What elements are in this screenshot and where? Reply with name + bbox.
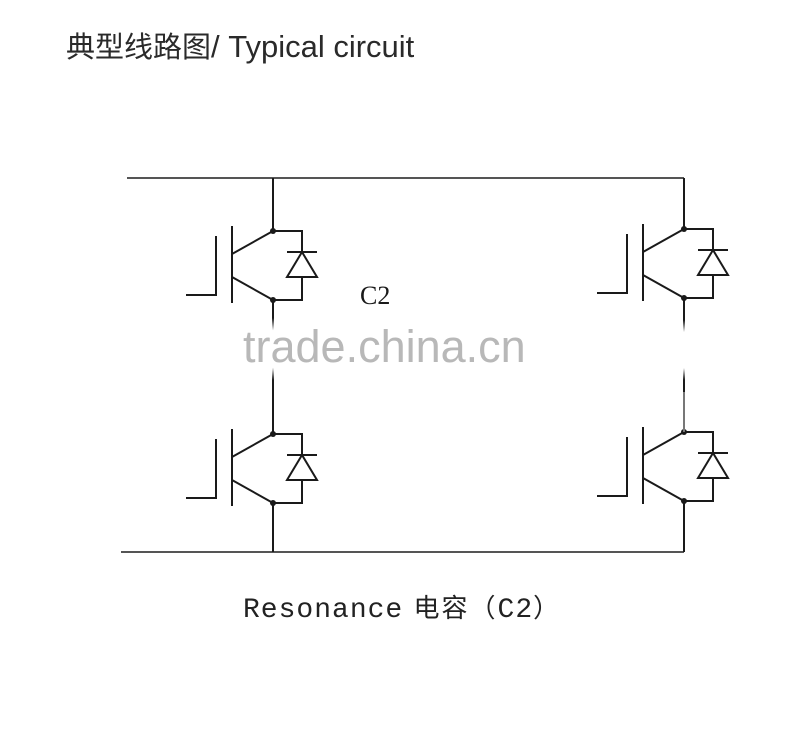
watermark: trade.china.cn: [243, 321, 526, 372]
gate-lead: [186, 236, 217, 296]
page-title: 典型线路图/ Typical circuit: [66, 24, 414, 66]
emitter-node: [270, 297, 276, 303]
diode-triangle: [285, 453, 319, 481]
figure-caption: Resonance 电容（C2）: [243, 588, 561, 626]
collector-node: [681, 226, 687, 232]
diode-triangle: [696, 248, 730, 276]
diode-triangle: [696, 451, 730, 479]
wire-smudge-left: [266, 318, 280, 380]
title-separator: /: [211, 29, 220, 64]
igbt-top-left: [186, 226, 319, 303]
caption-chinese: 电容: [413, 594, 470, 624]
igbt-top-right: [597, 224, 730, 301]
gate-lead: [186, 439, 217, 499]
emitter-line: [642, 274, 685, 299]
caption-component: C2: [497, 595, 534, 626]
gate-lead: [597, 437, 628, 497]
collector-line: [231, 230, 274, 255]
caption-paren-close: ）: [533, 594, 562, 624]
wire-smudge-right: [677, 320, 691, 380]
emitter-node: [681, 295, 687, 301]
emitter-node: [681, 498, 687, 504]
capacitor-label: C2: [360, 281, 391, 310]
emitter-line: [231, 479, 274, 504]
collector-node: [270, 228, 276, 234]
collector-node: [270, 431, 276, 437]
gate-lead: [597, 234, 628, 294]
diode-triangle: [285, 250, 319, 278]
igbt-bottom-left: [186, 429, 319, 506]
emitter-line: [642, 477, 685, 502]
collector-line: [642, 431, 685, 456]
title-english: Typical circuit: [219, 29, 415, 64]
emitter-line: [231, 276, 274, 301]
igbt-bottom-right: [597, 427, 730, 504]
caption-english: Resonance: [243, 595, 404, 626]
collector-line: [642, 228, 685, 253]
collector-line: [231, 433, 274, 458]
dc-bus: [121, 177, 684, 553]
title-chinese: 典型线路图: [66, 30, 212, 64]
caption-paren-open: （: [469, 594, 498, 624]
emitter-node: [270, 500, 276, 506]
